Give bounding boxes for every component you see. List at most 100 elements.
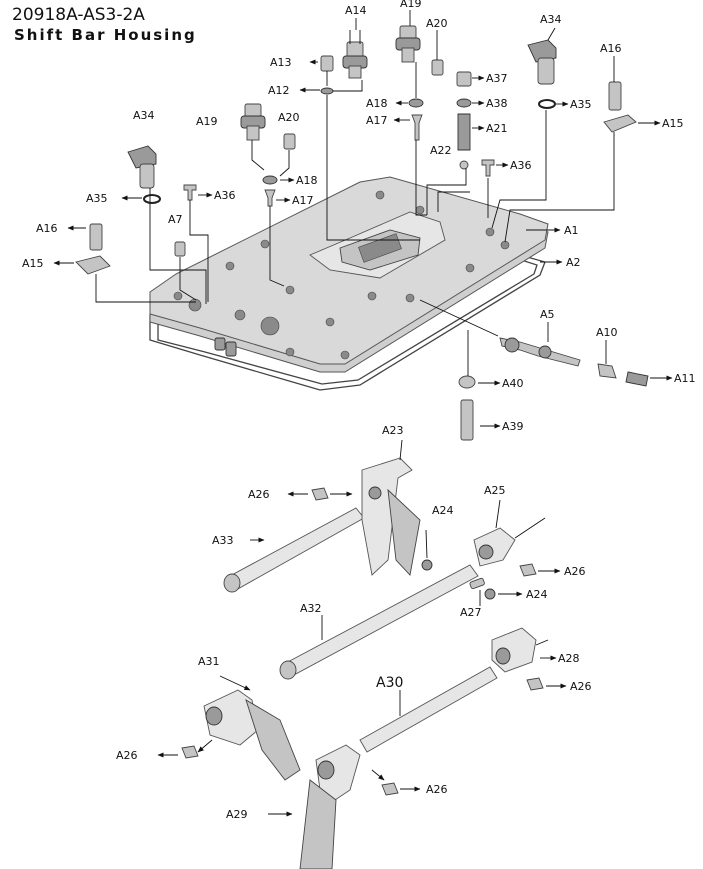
plate-bolt-hole bbox=[285, 285, 295, 295]
label-a24-bottom: A24 bbox=[526, 588, 548, 601]
label-a36-right: A36 bbox=[510, 159, 532, 172]
pin-a17-left bbox=[264, 189, 276, 207]
shift-fork-a23 bbox=[361, 457, 421, 576]
label-a23: A23 bbox=[382, 424, 404, 437]
label-a15-left: A15 bbox=[22, 257, 44, 270]
label-a20-left: A20 bbox=[278, 111, 300, 124]
label-a14: A14 bbox=[345, 4, 367, 17]
bolt-a16-right bbox=[608, 81, 622, 111]
label-a1: A1 bbox=[564, 224, 579, 237]
label-a22: A22 bbox=[430, 144, 452, 157]
detent-plunger-a5 bbox=[499, 337, 581, 367]
label-a11: A11 bbox=[674, 372, 696, 385]
bracket-a15-left bbox=[75, 255, 111, 275]
bolt-a16-left bbox=[89, 223, 103, 251]
nut-a40 bbox=[458, 375, 476, 389]
shift-rail-a32 bbox=[283, 564, 479, 677]
bracket-a15-right bbox=[603, 114, 637, 133]
label-a10: A10 bbox=[596, 326, 618, 339]
plate-bolt-hole bbox=[367, 291, 377, 301]
label-a19-top: A19 bbox=[400, 0, 422, 10]
spring-a21 bbox=[457, 113, 471, 151]
screw-a26-5 bbox=[381, 782, 399, 796]
shift-fork-a31 bbox=[203, 689, 301, 781]
plate-bolt-hole bbox=[405, 293, 415, 303]
plate-bolt-hole bbox=[260, 316, 280, 336]
washer-a38 bbox=[456, 98, 472, 108]
ball-a22 bbox=[459, 160, 469, 170]
ball-a24-bottom bbox=[484, 588, 496, 600]
shift-fork-a29 bbox=[299, 744, 361, 869]
plug-a37 bbox=[456, 71, 472, 87]
label-a18-left: A18 bbox=[296, 174, 318, 187]
label-a5: A5 bbox=[540, 308, 555, 321]
sensor-a19-top bbox=[395, 25, 421, 63]
screw-a36-left bbox=[183, 184, 197, 201]
o-ring-a35-left bbox=[143, 194, 161, 204]
label-a2: A2 bbox=[566, 256, 581, 269]
screw-a26-1 bbox=[311, 487, 329, 501]
part-number-title: 20918A-AS3-2A bbox=[12, 5, 145, 25]
plug-a20-top bbox=[431, 59, 444, 76]
label-a15-right: A15 bbox=[662, 117, 684, 130]
plug-a13 bbox=[320, 55, 334, 72]
label-a17-left: A17 bbox=[292, 194, 314, 207]
label-a13: A13 bbox=[270, 56, 292, 69]
washer-a12 bbox=[320, 87, 334, 95]
plate-bolt-hole bbox=[415, 205, 425, 215]
label-a32: A32 bbox=[300, 602, 322, 615]
plate-bolt-hole bbox=[340, 350, 350, 360]
label-a31: A31 bbox=[198, 655, 220, 668]
label-a37: A37 bbox=[486, 72, 508, 85]
plate-bolt-hole bbox=[325, 317, 335, 327]
shift-block-a28 bbox=[491, 627, 537, 673]
spring-a11 bbox=[625, 371, 649, 387]
plate-bolt-hole bbox=[173, 291, 183, 301]
label-a26-3: A26 bbox=[116, 749, 138, 762]
sensor-a34-left bbox=[127, 145, 157, 189]
plate-bolt-hole bbox=[500, 240, 510, 250]
sensor-a34-right bbox=[527, 39, 557, 85]
label-a34-left: A34 bbox=[133, 109, 155, 122]
label-a28: A28 bbox=[558, 652, 580, 665]
sensor-a14 bbox=[342, 30, 368, 79]
plate-bolt-hole bbox=[188, 298, 202, 312]
label-a33: A33 bbox=[212, 534, 234, 547]
label-a25: A25 bbox=[484, 484, 506, 497]
label-a12: A12 bbox=[268, 84, 290, 97]
label-a21: A21 bbox=[486, 122, 508, 135]
screw-a26-3 bbox=[181, 745, 199, 759]
label-a24-top: A24 bbox=[432, 504, 454, 517]
label-a7: A7 bbox=[168, 213, 183, 226]
o-ring-a35-right bbox=[538, 99, 556, 109]
label-a17-right: A17 bbox=[366, 114, 388, 127]
washer-a18-left bbox=[262, 175, 278, 185]
washer-a18-right bbox=[408, 98, 424, 108]
shift-rail-a33 bbox=[227, 507, 365, 591]
plate-bolt-hole bbox=[375, 190, 385, 200]
plate-bolt-hole bbox=[225, 261, 235, 271]
label-a16-right: A16 bbox=[600, 42, 622, 55]
plate-bolt-hole bbox=[465, 263, 475, 273]
plate-bolt-hole bbox=[234, 309, 246, 321]
pin-a27 bbox=[469, 577, 485, 590]
plunger-a10 bbox=[597, 363, 617, 379]
label-a34-right: A34 bbox=[540, 13, 562, 26]
label-a38: A38 bbox=[486, 97, 508, 110]
plate-bolt-hole bbox=[285, 347, 295, 357]
label-a40: A40 bbox=[502, 377, 524, 390]
label-a20-top: A20 bbox=[426, 17, 448, 30]
label-a29: A29 bbox=[226, 808, 248, 821]
screw-a36-right bbox=[481, 159, 495, 177]
ball-a24-top bbox=[421, 559, 433, 571]
plate-bolt-hole bbox=[485, 227, 495, 237]
label-a27: A27 bbox=[460, 606, 482, 619]
label-a26-4: A26 bbox=[570, 680, 592, 693]
connector-lines bbox=[95, 10, 615, 716]
label-a26-1: A26 bbox=[248, 488, 270, 501]
label-a30: A30 bbox=[376, 675, 403, 691]
label-a18-right: A18 bbox=[366, 97, 388, 110]
label-a35-right: A35 bbox=[570, 98, 592, 111]
stud-a39 bbox=[460, 399, 474, 441]
